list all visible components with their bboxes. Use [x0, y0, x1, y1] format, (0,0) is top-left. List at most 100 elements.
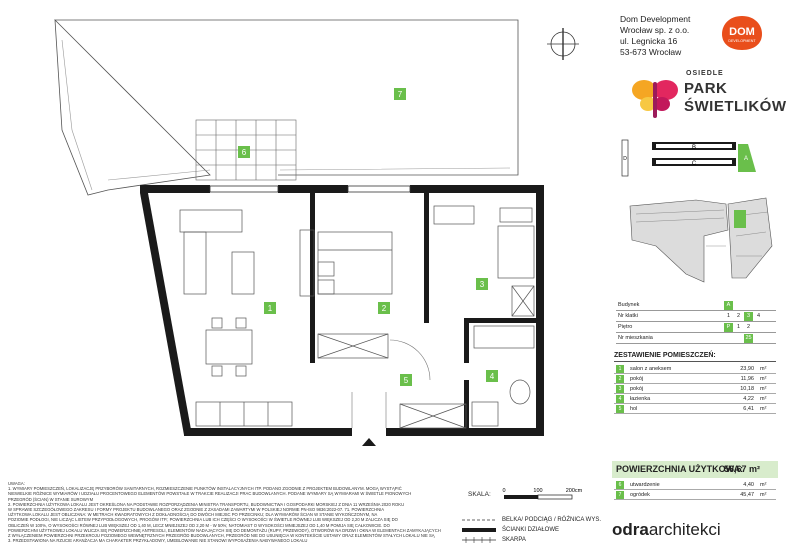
company-name: Dom Development	[620, 14, 691, 24]
room-row: 5 hol 6,41 m²	[614, 404, 776, 414]
beam-swatch	[462, 519, 496, 521]
scale-bar: 0 100 200cm	[502, 488, 583, 500]
note-line: UŻYTKOWA LOKALU JEST OBLICZANA: W METRAC…	[8, 512, 378, 518]
dom-logo-sub: DEVELOPMENT	[728, 39, 756, 43]
note-line: 2. POWIERZCHNIA UŻYTKOWA LOKALU JEST OKR…	[8, 501, 405, 507]
room-unit: m²	[760, 406, 767, 412]
room-area: 4,22	[743, 396, 754, 402]
info-row-staircase: Nr klatki 1 2 3 4	[616, 311, 776, 322]
room-name: łazienka	[630, 396, 651, 402]
legend-beam: BELKA/ PODCIĄG / RÓŻNICA WYS.	[502, 517, 602, 523]
furniture	[179, 205, 535, 429]
total-value: 56,67 m²	[724, 464, 761, 474]
info-cell: A	[724, 301, 733, 310]
door-swings	[351, 339, 431, 428]
scale-tick-200: 200cm	[566, 488, 583, 494]
firefly-icon	[632, 80, 678, 118]
company-address: Dom Development Wrocław sp. z o.o. ul. L…	[620, 14, 690, 58]
note-line: Z WYŁĄCZENIEM POWIERZCHNI PRZEKROJU POZI…	[8, 533, 435, 539]
room-unit: m²	[760, 366, 767, 372]
room-area: 11,96	[740, 376, 754, 382]
estate-name-line2: ŚWIETLIKÓW	[684, 98, 787, 115]
info-cell: 3	[744, 312, 753, 321]
plan-label-7: 7	[398, 90, 403, 99]
note-line: PRZEGRÓD (ŚCIAN) W STANIE SUROWYM	[8, 496, 94, 502]
info-row-floor: Piętro P 1 2	[616, 322, 776, 333]
disclaimer-notes: UWAGA: 1. WYMIARY POMIESZCZEŃ, LOKALIZAC…	[8, 481, 462, 543]
room-row: 3 pokój 10,18 m²	[614, 384, 776, 394]
room-row: 2 pokój 11,96 m²	[614, 374, 776, 384]
garden-outline	[54, 18, 519, 196]
room-area: 6,41	[743, 406, 754, 412]
info-cell: 1	[736, 324, 741, 330]
architect-rest: architekci	[648, 520, 721, 539]
note-line: NIEWIELKIE RÓŻNICE WYMIARÓW I UDZIAŁU PR…	[8, 491, 412, 497]
info-row-apartment: Nr mieszkania 25	[616, 333, 776, 344]
hedge-line	[61, 39, 511, 191]
room-num: 3	[616, 385, 624, 393]
room-row: 4 łazienka 4,22 m²	[614, 394, 776, 404]
room-row-extra: 7 ogródek 45,47 m²	[614, 490, 776, 500]
company-city: 53-673 Wrocław	[620, 47, 682, 57]
exterior-walls	[140, 185, 544, 436]
scale-tick-100: 100	[533, 488, 542, 494]
note-line: 3. PRZEDSTAWIONA NA RZUCIE ARANŻACJA MA …	[8, 538, 308, 544]
room-area: 45,47	[740, 492, 754, 498]
architect-logo: odraarchitekci	[612, 520, 721, 540]
room-num: 5	[616, 405, 624, 413]
partition-swatch	[462, 528, 496, 532]
slope-swatch	[462, 537, 496, 543]
plan-label-5: 5	[404, 376, 409, 385]
legend-partition: ŚCIANKI DZIAŁOWE	[502, 527, 560, 533]
room-unit: m²	[760, 386, 767, 392]
plan-label-2: 2	[382, 304, 387, 313]
estate-osiedle: OSIEDLE	[686, 70, 724, 77]
total-label: POWIERZCHNIA UŻYTKOWA:	[616, 464, 744, 474]
info-cell: 2	[746, 324, 751, 330]
info-cell: 4	[756, 313, 761, 319]
room-area: 23,90	[740, 366, 754, 372]
room-row-extra: 6 utwardzenie 4,40 m²	[614, 480, 776, 490]
info-cell: P	[724, 323, 733, 332]
site-key-diagram: B C D A	[621, 139, 756, 177]
plan-label-4: 4	[490, 372, 495, 381]
note-line: POZIOMIE PODŁOGI, NIE LICZĄC LISTEW PRZY…	[8, 517, 398, 523]
architect-bold: odra	[612, 520, 649, 539]
room-name: salon z aneksem	[630, 366, 672, 372]
info-cell: 25	[744, 334, 753, 343]
room-num: 2	[616, 375, 624, 383]
legend-slope: SKARPA	[502, 537, 526, 543]
room-num: 4	[616, 395, 624, 403]
info-row-building: Budynek A	[616, 300, 776, 311]
dom-logo-word: DOM	[729, 26, 755, 38]
room-unit: m²	[760, 482, 767, 488]
room-name: hol	[630, 406, 638, 412]
room-name: ogródek	[630, 492, 650, 498]
room-num: 1	[616, 365, 624, 373]
site-key-d: D	[623, 156, 627, 162]
room-num: 7	[616, 491, 624, 499]
site-key-a: A	[744, 156, 748, 162]
dom-development-logo: DOM DEVELOPMENT	[722, 16, 762, 50]
info-label: Budynek	[618, 302, 640, 308]
room-unit: m²	[760, 376, 767, 382]
building-key-plan	[629, 197, 773, 283]
compass-icon	[547, 28, 579, 60]
room-row: 1 salon z aneksem 23,90 m²	[614, 364, 776, 374]
note-line: UWAGA:	[8, 481, 25, 486]
site-key-c: C	[692, 161, 697, 167]
terrace-paving	[195, 119, 297, 181]
estate-name-line1: PARK	[684, 80, 728, 97]
plan-label-1: 1	[268, 304, 273, 313]
entrance-arrow-icon	[362, 438, 376, 446]
scale-tick-0: 0	[502, 488, 505, 494]
room-unit: m²	[760, 396, 767, 402]
plan-label-6: 6	[242, 148, 247, 157]
note-line: POWIERZCHNI UŻYTKOWEJ LOKALU WLICZA SIĘ …	[8, 527, 441, 533]
info-cell: 1	[726, 313, 731, 319]
info-label: Piętro	[618, 324, 633, 330]
note-line: 1. WYMIARY POMIESZCZEŃ, LOKALIZACJĘ PRZY…	[8, 486, 402, 492]
room-name: pokój	[630, 386, 644, 392]
plan-room-labels: 1 2 3 4 5 6 7	[238, 88, 498, 386]
plan-label-3: 3	[480, 280, 485, 289]
